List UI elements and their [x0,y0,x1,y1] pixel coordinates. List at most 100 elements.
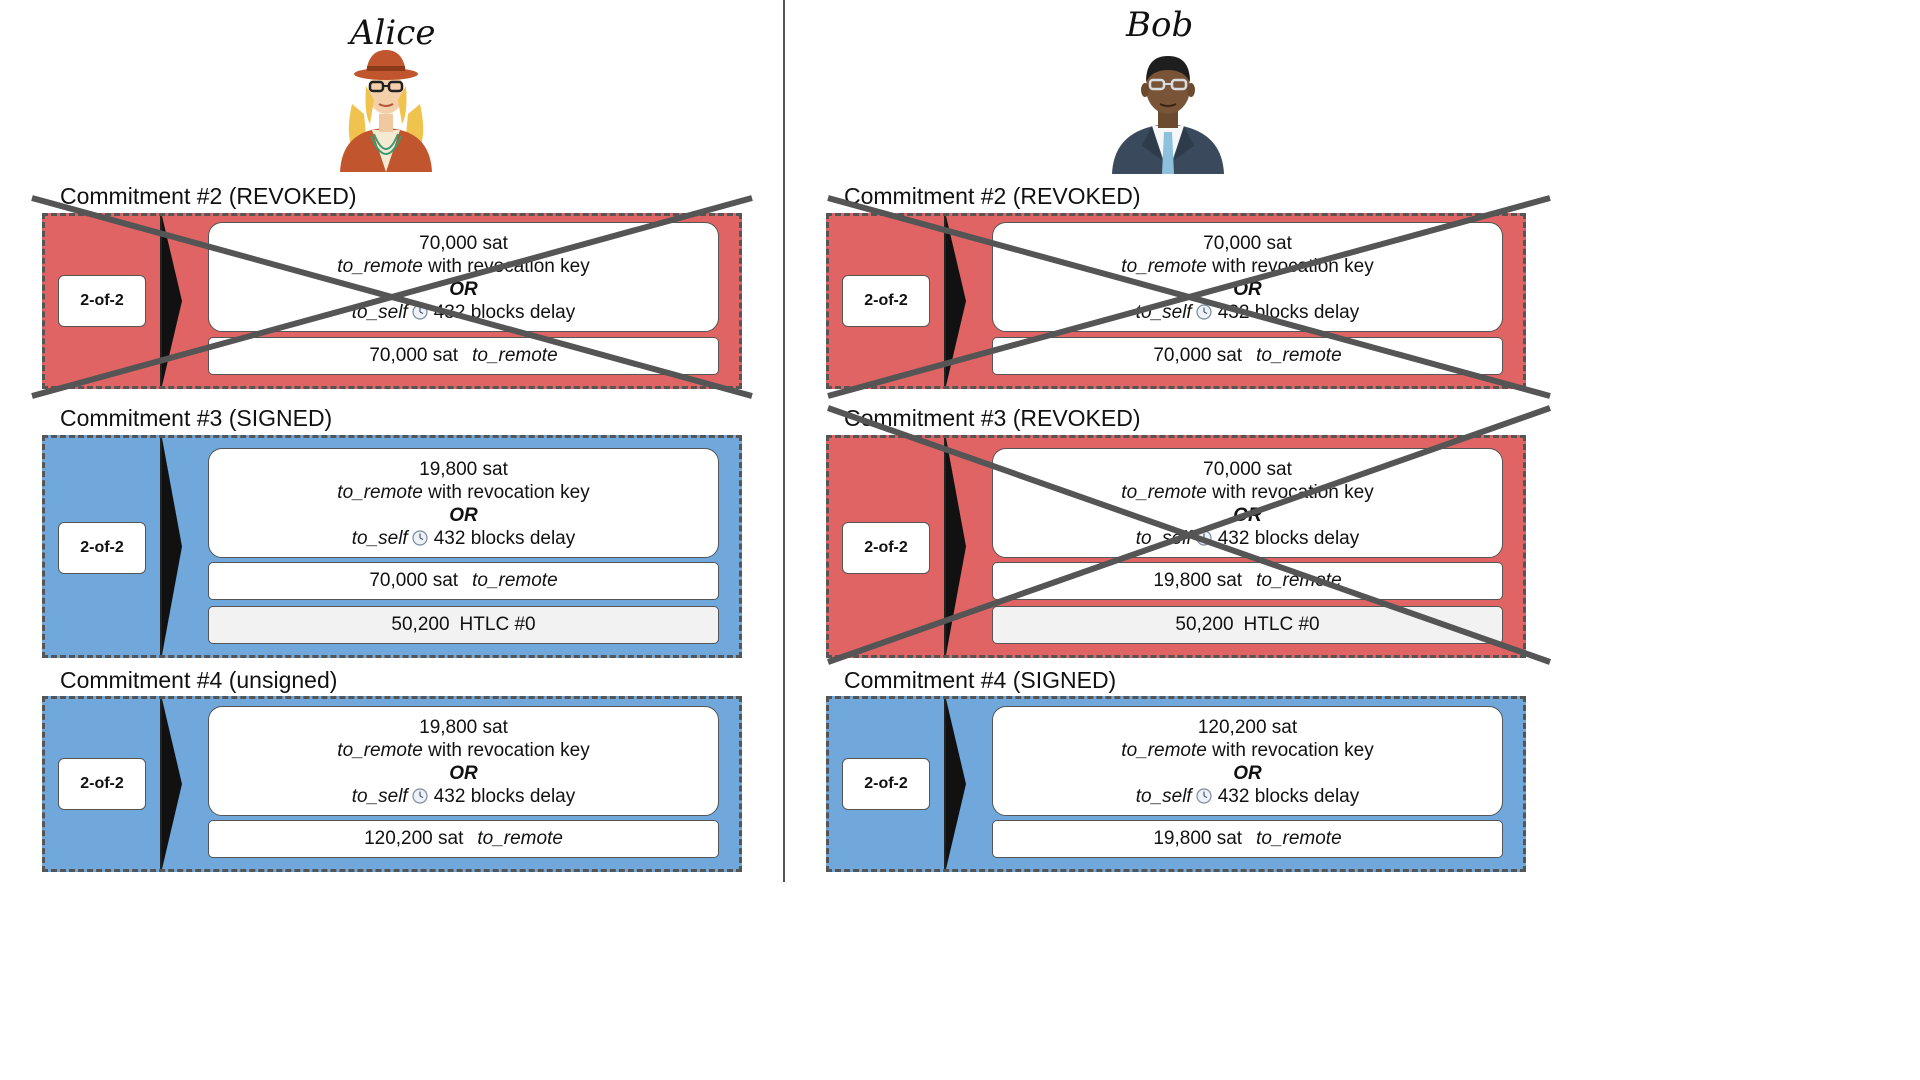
arrow-icon [946,699,966,869]
to-remote-label: to_remote [1256,570,1342,591]
commitment-title: Commitment #4 (SIGNED) [844,667,1117,693]
commitment-title: Commitment #3 (REVOKED) [844,405,1141,431]
to-remote-label: to_remote [1256,345,1342,366]
to-local-output: 70,000 sat to_remote with revocation key… [992,448,1503,558]
htlc-label: HTLC #0 [1243,614,1320,635]
to-remote-label: to_remote [1256,828,1342,849]
to-remote-output: 19,800 sat to_remote [992,820,1503,858]
to-local-output: 19,800 sat to_remote with revocation key… [208,448,719,558]
output-amount: 19,800 sat [1153,570,1243,591]
to-remote-label: to_remote [337,256,423,277]
arrow-icon [946,438,966,655]
output-amount: 70,000 sat [369,570,459,591]
revocation-text: with revocation key [1206,482,1374,503]
party-divider [783,0,785,882]
htlc-label: HTLC #0 [459,614,536,635]
output-amount: 70,000 sat [419,233,508,254]
to-remote-label: to_remote [337,740,423,761]
output-amount: 50,200 [391,614,450,635]
delay-text: 432 blocks delay [1217,786,1360,807]
commitment-tx-signed: 2-of-2 120,200 sat to_remote with revoca… [826,696,1526,872]
clock-icon [412,304,428,320]
to-self-label: to_self [351,302,408,323]
to-local-output: 120,200 sat to_remote with revocation ke… [992,706,1503,816]
multisig-input: 2-of-2 [842,522,930,574]
multisig-input: 2-of-2 [58,275,146,327]
multisig-input: 2-of-2 [842,758,930,810]
multisig-input: 2-of-2 [58,758,146,810]
clock-icon [1196,530,1212,546]
arrow-icon [162,438,182,655]
delay-text: 432 blocks delay [1217,302,1360,323]
to-local-output: 70,000 sat to_remote with revocation key… [992,222,1503,332]
to-remote-label: to_remote [1121,482,1207,503]
or-label: OR [1233,279,1262,300]
to-self-label: to_self [1135,786,1192,807]
delay-text: 432 blocks delay [433,786,576,807]
htlc-output: 50,200 HTLC #0 [992,606,1503,644]
to-remote-label: to_remote [477,828,563,849]
multisig-input: 2-of-2 [842,275,930,327]
revocation-text: with revocation key [1206,740,1374,761]
output-amount: 19,800 sat [419,459,508,480]
to-remote-output: 70,000 sat to_remote [992,337,1503,375]
tx-separator [160,699,162,869]
output-amount: 50,200 [1175,614,1234,635]
or-label: OR [449,505,478,526]
to-self-label: to_self [351,528,408,549]
to-local-output: 19,800 sat to_remote with revocation key… [208,706,719,816]
multisig-input: 2-of-2 [58,522,146,574]
output-amount: 120,200 sat [364,828,464,849]
to-self-label: to_self [1135,528,1192,549]
commitment-title: Commitment #2 (REVOKED) [60,183,357,209]
to-remote-label: to_remote [472,345,558,366]
clock-icon [1196,788,1212,804]
lightning-channel-diagram: Alice Commitment #2 (REVOKED) 2-of-2 70,… [31,0,1551,882]
commitment-tx-unsigned: 2-of-2 19,800 sat to_remote with revocat… [42,696,742,872]
alice-name: Alice [350,13,436,53]
to-remote-label: to_remote [472,570,558,591]
commitment-title: Commitment #4 (unsigned) [60,667,338,693]
to-local-output: 70,000 sat to_remote with revocation key… [208,222,719,332]
revocation-text: with revocation key [422,740,590,761]
delay-text: 432 blocks delay [1217,528,1360,549]
delay-text: 432 blocks delay [433,302,576,323]
clock-icon [412,530,428,546]
output-amount: 120,200 sat [1197,717,1298,738]
to-remote-output: 19,800 sat to_remote [992,562,1503,600]
output-amount: 19,800 sat [1153,828,1243,849]
tx-separator [944,699,946,869]
to-remote-output: 70,000 sat to_remote [208,337,719,375]
output-amount: 70,000 sat [1203,233,1292,254]
commitment-tx-revoked: 2-of-2 70,000 sat to_remote with revocat… [826,435,1526,658]
delay-text: 432 blocks delay [433,528,576,549]
to-self-label: to_self [351,786,408,807]
or-label: OR [449,763,478,784]
output-amount: 70,000 sat [369,345,459,366]
htlc-output: 50,200 HTLC #0 [208,606,719,644]
commitment-tx-signed: 2-of-2 19,800 sat to_remote with revocat… [42,435,742,658]
to-remote-output: 70,000 sat to_remote [208,562,719,600]
bob-avatar-icon [1112,56,1224,174]
arrow-icon [946,216,966,386]
revocation-text: with revocation key [1206,256,1374,277]
tx-separator [160,438,162,655]
commitment-tx-revoked: 2-of-2 70,000 sat to_remote with revocat… [42,213,742,389]
bob-name: Bob [1126,5,1194,45]
to-remote-label: to_remote [1121,740,1207,761]
revocation-text: with revocation key [422,482,590,503]
commitment-title: Commitment #2 (REVOKED) [844,183,1141,209]
output-amount: 70,000 sat [1153,345,1243,366]
clock-icon [412,788,428,804]
alice-avatar-icon [340,50,432,172]
to-remote-label: to_remote [337,482,423,503]
clock-icon [1196,304,1212,320]
or-label: OR [1233,505,1262,526]
to-remote-output: 120,200 sat to_remote [208,820,719,858]
to-remote-label: to_remote [1121,256,1207,277]
arrow-icon [162,699,182,869]
revocation-text: with revocation key [422,256,590,277]
output-amount: 70,000 sat [1203,459,1292,480]
commitment-tx-revoked: 2-of-2 70,000 sat to_remote with revocat… [826,213,1526,389]
output-amount: 19,800 sat [419,717,508,738]
